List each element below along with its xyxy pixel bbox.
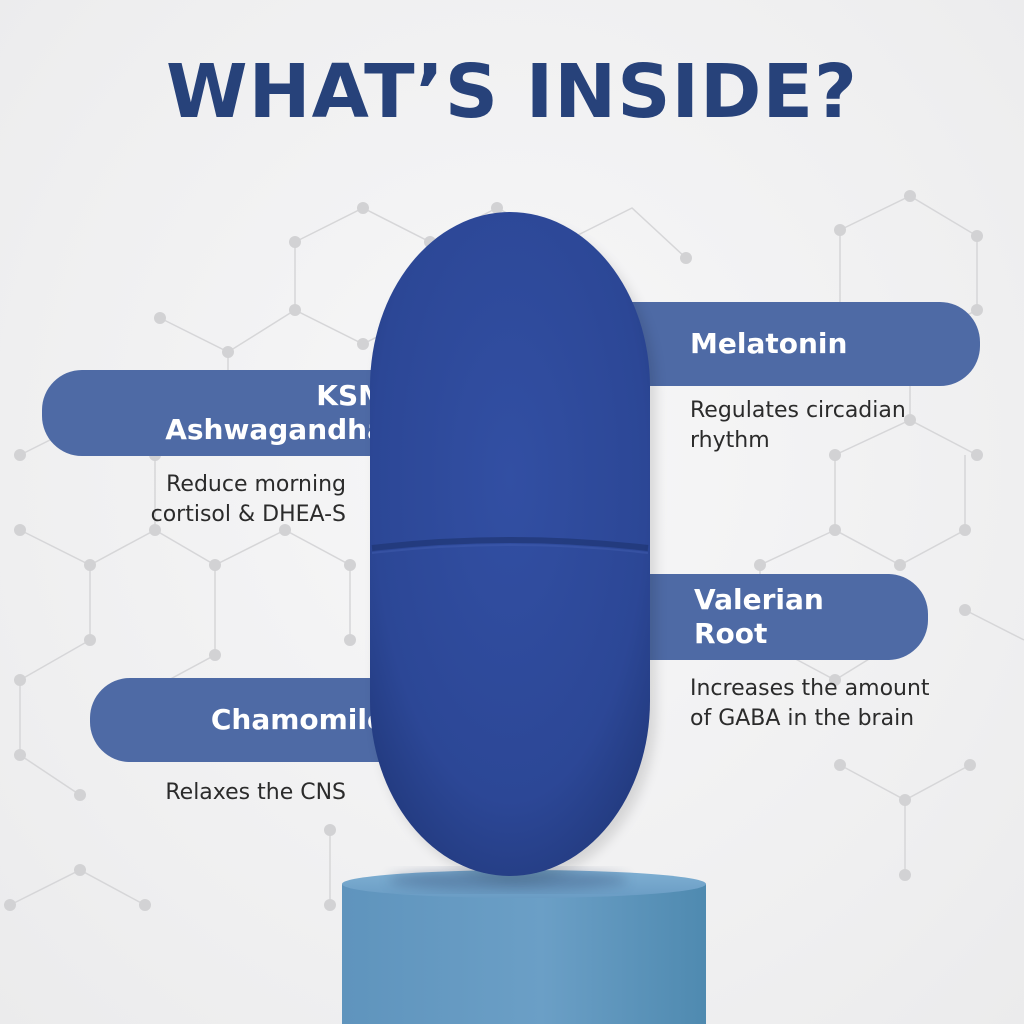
description-line2: rhythm [690, 428, 770, 453]
ingredient-description-chamomile: Relaxes the CNS [40, 778, 346, 808]
description-line2: of GABA in the brain [690, 706, 915, 731]
ingredient-description-melatonin: Regulates circadian rhythm [690, 396, 1000, 456]
ingredient-tag-melatonin: Melatonin [590, 302, 980, 386]
ingredient-tag-valerian-root: Valerian Root [590, 574, 928, 660]
ingredient-tag-chamomile: Chamomile [90, 678, 422, 762]
ingredient-tag-ksm-ashwagandha: KSM Ashwagandha [42, 370, 422, 456]
description-line1: Reduce morning [166, 472, 346, 497]
ingredient-description-ksm-ashwagandha: Reduce morning cortisol & DHEA-S [40, 470, 346, 530]
ingredient-name-line1: KSM [316, 379, 386, 412]
description-line1: Regulates circadian [690, 398, 906, 423]
ingredient-name-line1: Chamomile [210, 703, 386, 736]
ingredient-name-line1: Melatonin [690, 327, 848, 360]
page-title: WHAT’S INSIDE? [166, 49, 858, 135]
description-line2: cortisol & DHEA-S [150, 502, 346, 527]
ingredient-description-valerian-root: Increases the amount of GABA in the brai… [690, 674, 1010, 734]
ingredient-name-line2: Root [694, 617, 768, 650]
description-line1: Relaxes the CNS [165, 780, 346, 805]
ingredient-name-line2: Ashwagandha [165, 413, 386, 446]
description-line1: Increases the amount [690, 676, 930, 701]
ingredient-name-line1: Valerian [694, 583, 824, 616]
